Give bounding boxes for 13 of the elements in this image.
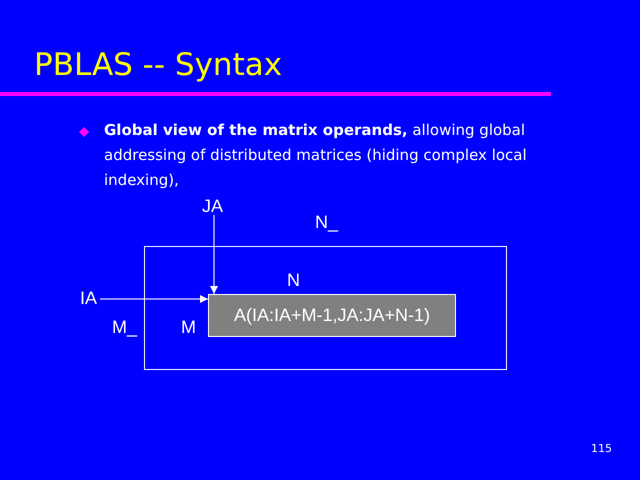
dimension-label: N_ [315, 212, 338, 233]
column-index-label: JA [202, 196, 224, 217]
submatrix-box: A(IA:IA+M-1,JA:JA+N-1) [208, 294, 456, 337]
arrow [210, 214, 218, 294]
row-index-label: IA [80, 288, 98, 309]
slide-title: PBLAS -- Syntax [34, 46, 282, 84]
matrix-outline [144, 246, 507, 370]
dimension-label: M_ [112, 317, 138, 338]
dimension-label: N [287, 270, 300, 291]
dimension-label: M [181, 317, 196, 338]
page-number: 115 [591, 442, 612, 456]
arrow [100, 295, 208, 303]
bullet-text: Global view of the matrix operands, allowing global addressing of distributed matrices (hiding complex local indexing), [104, 120, 528, 191]
